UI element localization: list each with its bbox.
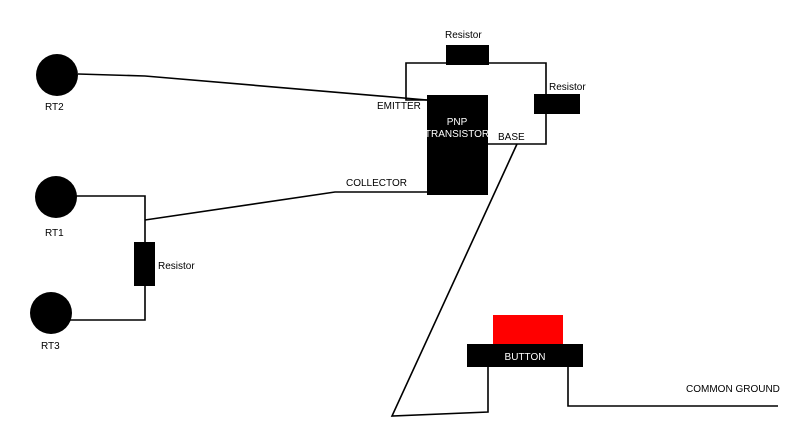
rt1-label: RT1 (45, 228, 64, 239)
top-resistor (446, 45, 489, 65)
base-label: BASE (498, 132, 525, 143)
collector-label: COLLECTOR (346, 178, 407, 189)
transistor-label-line1: PNP (447, 117, 468, 128)
wire-collector-rt1-node (144, 191, 427, 221)
pnp-transistor (427, 95, 488, 195)
wire-rt1-node (70, 195, 146, 242)
left-resistor (134, 242, 155, 286)
transistor-label-line2: TRANSISTOR (425, 129, 489, 140)
rt1-terminal (35, 176, 77, 218)
wire-base-to-button (390, 143, 518, 417)
right-resistor-label: Resistor (549, 82, 586, 93)
button-base (467, 344, 583, 367)
wire-button-to-ground (567, 366, 778, 407)
rt3-terminal (30, 292, 72, 334)
wire-resistor-rt3 (70, 286, 146, 321)
rt2-terminal (36, 54, 78, 96)
rt3-label: RT3 (41, 341, 60, 352)
right-resistor (534, 94, 580, 114)
wire-emitter-loop-top (405, 62, 446, 101)
button-cap (493, 315, 563, 345)
common-ground-label: COMMON GROUND (686, 384, 780, 395)
rt2-label: RT2 (45, 102, 64, 113)
emitter-label: EMITTER (377, 101, 421, 112)
left-resistor-label: Resistor (158, 261, 195, 272)
wire-right-resistor-base (488, 114, 547, 145)
button-label: BUTTON (505, 352, 546, 363)
wire-rt2-emitter (77, 73, 428, 101)
wire-top-resistor-right (489, 62, 547, 94)
top-resistor-label: Resistor (445, 30, 482, 41)
